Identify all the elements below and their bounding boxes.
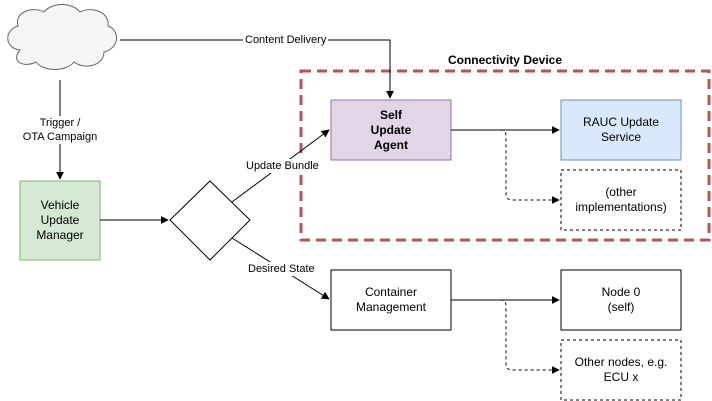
other-nodes-label: Other nodes, e.g. ECU x	[574, 355, 668, 384]
edge-content-delivery	[120, 39, 394, 99]
trigger-label: Trigger / OTA Campaign	[20, 116, 100, 144]
container-management-box[interactable]	[330, 269, 452, 331]
other-nodes-box[interactable]	[560, 339, 682, 401]
other-implementations-box[interactable]	[560, 169, 682, 231]
edge-container-to-other-nodes	[499, 299, 560, 374]
self-update-agent-label: Self Update Agent	[370, 107, 412, 152]
edge-agent-to-other-impl	[499, 129, 560, 204]
connectivity-device-label: Connectivity Device	[447, 53, 563, 67]
decision-diamond[interactable]	[169, 180, 251, 261]
other-implementations-label: (other implementations)	[575, 185, 667, 214]
node0-box[interactable]	[560, 269, 682, 331]
desired-state-label: Desired State	[246, 262, 317, 276]
container-management-label: Container Management	[355, 285, 427, 314]
rauc-update-service-label: RAUC Update Service	[582, 115, 660, 144]
rauc-update-service-box[interactable]	[560, 99, 682, 161]
content-delivery-label: Content Delivery	[243, 33, 329, 47]
vehicle-update-manager-box[interactable]	[19, 180, 101, 261]
vehicle-update-manager-label: Vehicle Update Manager	[36, 198, 84, 242]
update-bundle-label: Update Bundle	[244, 159, 321, 173]
node0-label: Node 0 (self)	[601, 285, 641, 314]
cloud-icon	[7, 4, 117, 70]
